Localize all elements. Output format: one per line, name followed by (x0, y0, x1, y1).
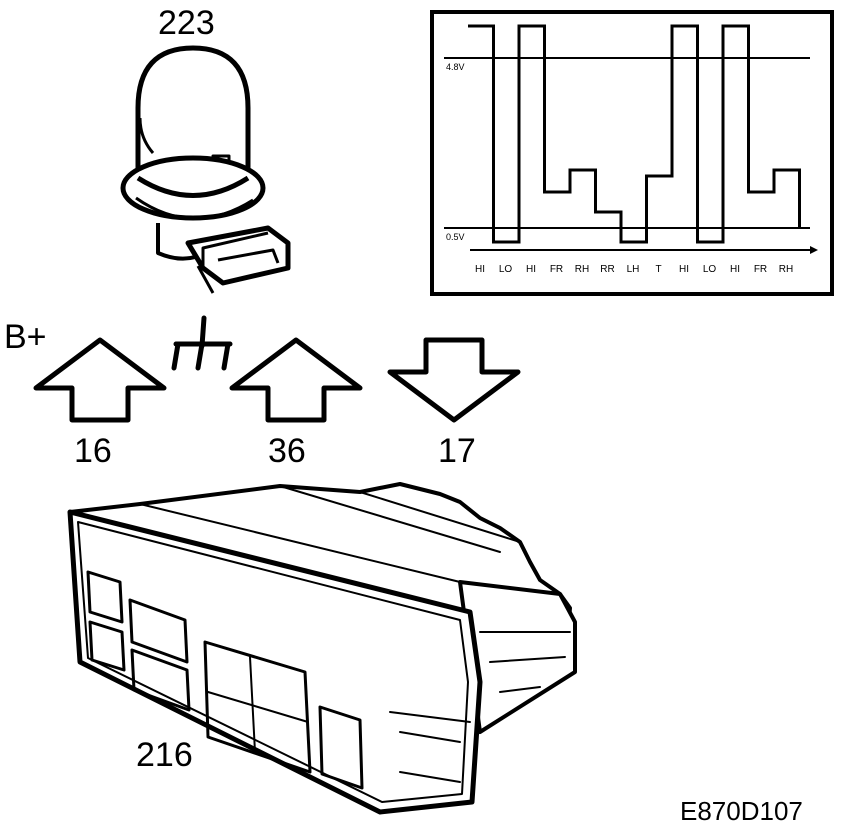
bplus-pin-label: 16 (74, 432, 112, 470)
arrow-up-icon (33, 337, 167, 423)
sequence-tick-label: RH (575, 264, 589, 275)
waveform-axis-arrow (810, 246, 818, 254)
sequence-tick-label: FR (550, 264, 563, 275)
sequence-tick-label: RR (600, 264, 614, 275)
sequence-tick-label: FR (754, 264, 767, 275)
sequence-tick-label: HI (475, 264, 485, 275)
bplus-label: B+ (4, 318, 47, 356)
waveform-trace (468, 24, 801, 244)
ground-symbol-icon (171, 315, 233, 371)
sequence-tick-label: RH (779, 264, 793, 275)
sequence-tick-label: T (655, 264, 661, 275)
figure-code-label: E870D107 (680, 796, 803, 826)
ground-pin-label: 36 (268, 432, 306, 470)
control-panel-icon (67, 482, 577, 815)
control-panel-id-label: 216 (136, 736, 193, 774)
level-label: 4.8V (446, 62, 465, 72)
waveform-chart: 4.8V 0.5V HI LO HI FR RH RR LH T HI LO HI FR RH (430, 10, 834, 296)
lamp-id-label: 223 (158, 4, 215, 42)
output-pin-label: 17 (438, 432, 476, 470)
lamp-bulb-icon (120, 45, 291, 294)
sequence-tick-label: HI (526, 264, 536, 275)
sequence-tick-label: LO (499, 264, 513, 275)
sequence-tick-label: HI (730, 264, 740, 275)
sequence-tick-label: HI (679, 264, 689, 275)
sequence-tick-label: LH (627, 264, 640, 275)
sequence-tick-label: LO (703, 264, 717, 275)
arrow-up-icon (229, 337, 363, 423)
arrow-down-icon (387, 337, 521, 423)
level-label: 0.5V (446, 232, 465, 242)
